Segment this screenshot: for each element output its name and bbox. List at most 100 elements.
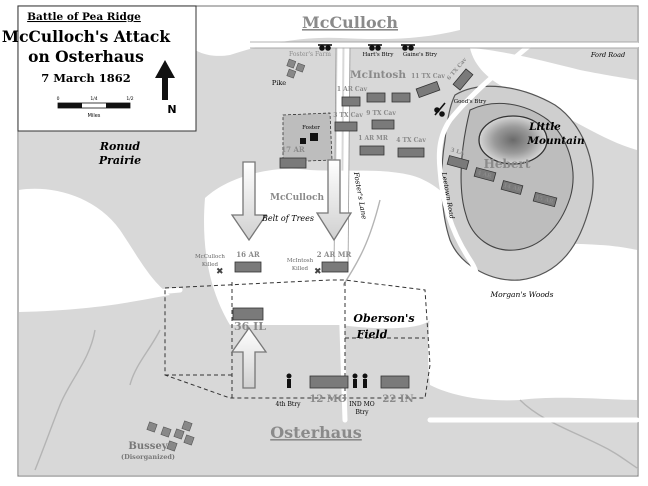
unit-label: 1 AR Cav — [337, 86, 368, 93]
bussey-houses — [146, 420, 195, 452]
unit-block — [366, 92, 386, 103]
harts-cannon-2 — [368, 44, 382, 51]
label-ford-road: Ford Road — [590, 51, 625, 59]
woods-west — [19, 188, 170, 312]
unit-block — [371, 119, 395, 130]
label-foster: Foster — [302, 125, 320, 131]
unit-mo-12: 12 MO — [309, 375, 349, 405]
commander-labels: McCulloch McIntosh McCulloch Hebert Oste… — [121, 13, 531, 461]
goods-cannon — [434, 102, 446, 117]
label-mountain: Mountain — [526, 135, 584, 147]
label-morgans-woods: Morgan's Woods — [489, 290, 553, 299]
label-mcintosh: McIntosh — [350, 69, 406, 81]
woods-north — [170, 7, 460, 56]
unit-block — [334, 121, 358, 132]
label-mcculloch-killed-2: Killed — [202, 262, 219, 268]
label-4th-btry: 4th Btry — [275, 401, 301, 408]
attack-arrows — [230, 159, 353, 389]
label-ronud: Ronud — [99, 140, 140, 153]
legend-box: Battle of Pea Ridge McCulloch's Attack o… — [2, 5, 197, 132]
label-mcculloch-killed-1: McCulloch — [195, 254, 225, 260]
arrow-mcintosh-down — [315, 159, 353, 242]
unit-label: 4 TX Cav — [396, 137, 426, 144]
unit-block — [321, 261, 349, 273]
unit-label: 36 IL — [234, 320, 266, 333]
unit-block — [309, 375, 349, 389]
arrow-mcculloch-down — [230, 161, 268, 242]
north-label: N — [167, 103, 176, 116]
woods-east — [428, 243, 637, 401]
label-fosters-farm: Foster's Farm — [289, 51, 331, 58]
unit-block — [532, 191, 558, 208]
legend-title-line1: McCulloch's Attack — [2, 27, 170, 46]
harts-cannon — [318, 44, 332, 51]
unit-label: 3 TX Cav — [333, 112, 363, 119]
label-gaines-btry: Gaine's Btry — [403, 52, 438, 58]
label-osterhaus: Osterhaus — [270, 423, 362, 442]
label-mcculloch-mid: McCulloch — [270, 193, 324, 203]
unit-tx-cav-3 — [366, 92, 386, 103]
scale-tick-2: 1/2 — [126, 96, 133, 102]
legend-title-line2: on Osterhaus — [28, 47, 144, 66]
unit-block — [234, 261, 262, 273]
unit-label: 22 IN — [382, 394, 413, 405]
gaines-cannon — [401, 44, 415, 51]
label-pike: Pike — [272, 79, 286, 87]
unit-label: 4 AR — [476, 170, 492, 180]
scale-bar: 0 1/4 1/2 Miles — [57, 96, 134, 119]
unit-tx-cav-11: 11 TX Cav — [411, 73, 445, 99]
unit-tx-cav-4: 4 TX Cav — [396, 137, 426, 158]
arrow-union-up — [230, 326, 268, 389]
label-hebert: Hebert — [484, 157, 531, 171]
label-bussey-note: (Disorganized) — [121, 453, 175, 461]
unit-la-3: 3 LA — [446, 147, 470, 170]
unit-label: 3 LA — [450, 147, 466, 157]
unit-block — [415, 80, 441, 99]
killed-x-mcintosh: ✖ — [314, 267, 322, 277]
unit-block — [279, 157, 307, 169]
unit-label: 2 AR MR — [317, 250, 352, 259]
unit-ar-mr-2: 2 AR MR — [317, 250, 352, 273]
unit-il-36: 36 IL — [232, 307, 266, 333]
unit-ar-15: 15 AR — [532, 191, 558, 208]
little-mountain-hill — [441, 85, 594, 281]
unit-label: 9 TX Cav — [366, 110, 396, 117]
unit-block — [380, 375, 410, 389]
unit-block — [397, 147, 425, 158]
label-mcintosh-killed-1: McIntosh — [287, 258, 314, 264]
unit-tx-cav-3b — [391, 92, 411, 103]
label-ind-mo-2: Btry — [355, 409, 369, 416]
label-little: Little — [528, 121, 561, 133]
label-mcintosh-killed-2: Killed — [292, 266, 309, 272]
fosters-farm — [282, 112, 333, 163]
legend-battle: Battle of Pea Ridge — [27, 11, 141, 23]
unit-block — [500, 180, 524, 195]
streams — [34, 199, 638, 471]
unit-in-22: 22 IN — [380, 375, 414, 405]
unit-label: 12 MO — [309, 394, 346, 405]
battery-labels: Hart's Btry Gaine's Btry Good's Btry 4th… — [275, 52, 487, 416]
unit-tx-cav-3: 3 TX Cav — [333, 112, 363, 132]
unit-ar-14: 14 AR — [500, 180, 524, 195]
figure-4th-btry — [286, 373, 292, 388]
unit-block — [446, 155, 470, 170]
label-ind-mo-1: IND MO — [349, 401, 374, 408]
unit-block — [359, 145, 385, 156]
label-oberson: Oberson's — [353, 312, 414, 325]
label-goods-btry: Good's Btry — [454, 99, 488, 105]
scale-tick-1: 1/4 — [90, 96, 97, 102]
woods-northeast — [470, 48, 637, 150]
unit-ar-cav-1: 1 AR Cav — [337, 86, 368, 107]
scale-tick-0: 0 — [57, 96, 60, 102]
pike-houses — [286, 58, 306, 79]
label-bussey: Bussey — [128, 441, 168, 452]
unit-block — [452, 68, 474, 91]
obersons-field-outline — [164, 279, 431, 399]
north-arrow: N — [155, 60, 177, 116]
killed-x-mcculloch: ✖ — [216, 267, 224, 277]
unit-label: 15 AR — [535, 195, 555, 206]
union-battery-figures — [286, 373, 368, 388]
legend-date: 7 March 1862 — [41, 71, 131, 85]
unit-label: 14 AR — [503, 183, 523, 194]
